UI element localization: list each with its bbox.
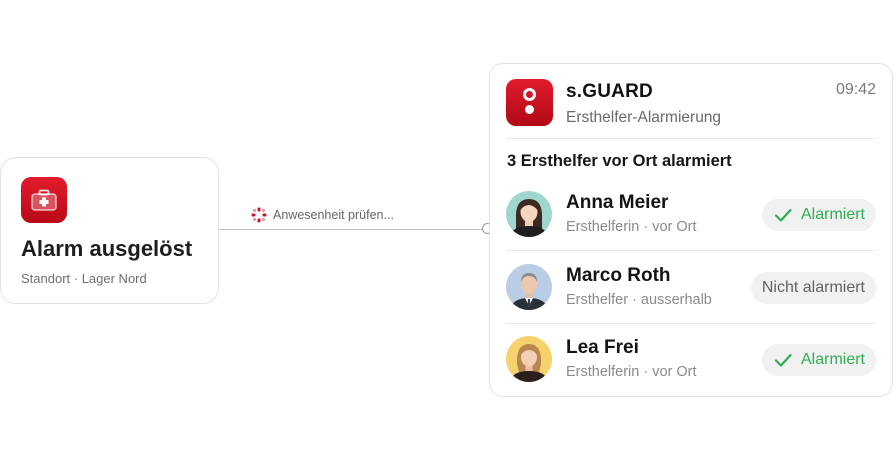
presence-check-label: Anwesenheit prüfen... [273,208,394,222]
avatar [506,264,552,310]
row-divider [506,323,876,324]
responder-name: Lea Frei [566,337,639,358]
responder-role: Ersthelferin · vor Ort [566,364,697,380]
alarm-card[interactable]: Alarm ausgelöst Standort · Lager Nord [0,157,219,304]
row-divider [506,250,876,251]
avatar [506,336,552,382]
presence-check-status: Anwesenheit prüfen... [251,207,394,223]
responder-row[interactable]: Anna Meier Ersthelferin · vor Ort Alarmi… [490,178,892,250]
status-label: Alarmiert [800,206,865,223]
avatar [506,191,552,237]
status-label: Nicht alarmiert [761,279,865,296]
status-badge: Alarmiert [761,344,876,376]
status-label: Alarmiert [800,351,865,368]
notification-panel[interactable]: s.GUARD Ersthelfer-Alarmierung 09:42 3 E… [489,63,893,397]
status-badge: Alarmiert [761,199,876,231]
notification-time: 09:42 [835,81,876,98]
responder-role: Ersthelfer · ausserhalb [566,292,712,308]
check-icon [774,208,792,222]
responder-role: Ersthelferin · vor Ort [566,219,697,235]
responder-row[interactable]: Lea Frei Ersthelferin · vor Ort Alarmier… [490,323,892,395]
responder-name: Anna Meier [566,192,669,213]
status-badge: Nicht alarmiert [750,272,876,304]
connector-line [219,229,484,230]
first-aid-kit-icon [21,177,67,223]
header-divider [506,138,876,139]
responder-name: Marco Roth [566,265,671,286]
alarm-location: Standort · Lager Nord [21,271,147,286]
app-name: s.GUARD [566,81,653,102]
alarm-title: Alarm ausgelöst [21,236,193,261]
sguard-logo-icon [506,79,553,126]
responder-row[interactable]: Marco Roth Ersthelfer · ausserhalb Nicht… [490,251,892,323]
check-icon [774,353,792,367]
app-subtitle: Ersthelfer-Alarmierung [566,109,722,126]
alert-summary: 3 Ersthelfer vor Ort alarmiert [507,152,732,170]
loading-spinner-icon [251,207,267,223]
